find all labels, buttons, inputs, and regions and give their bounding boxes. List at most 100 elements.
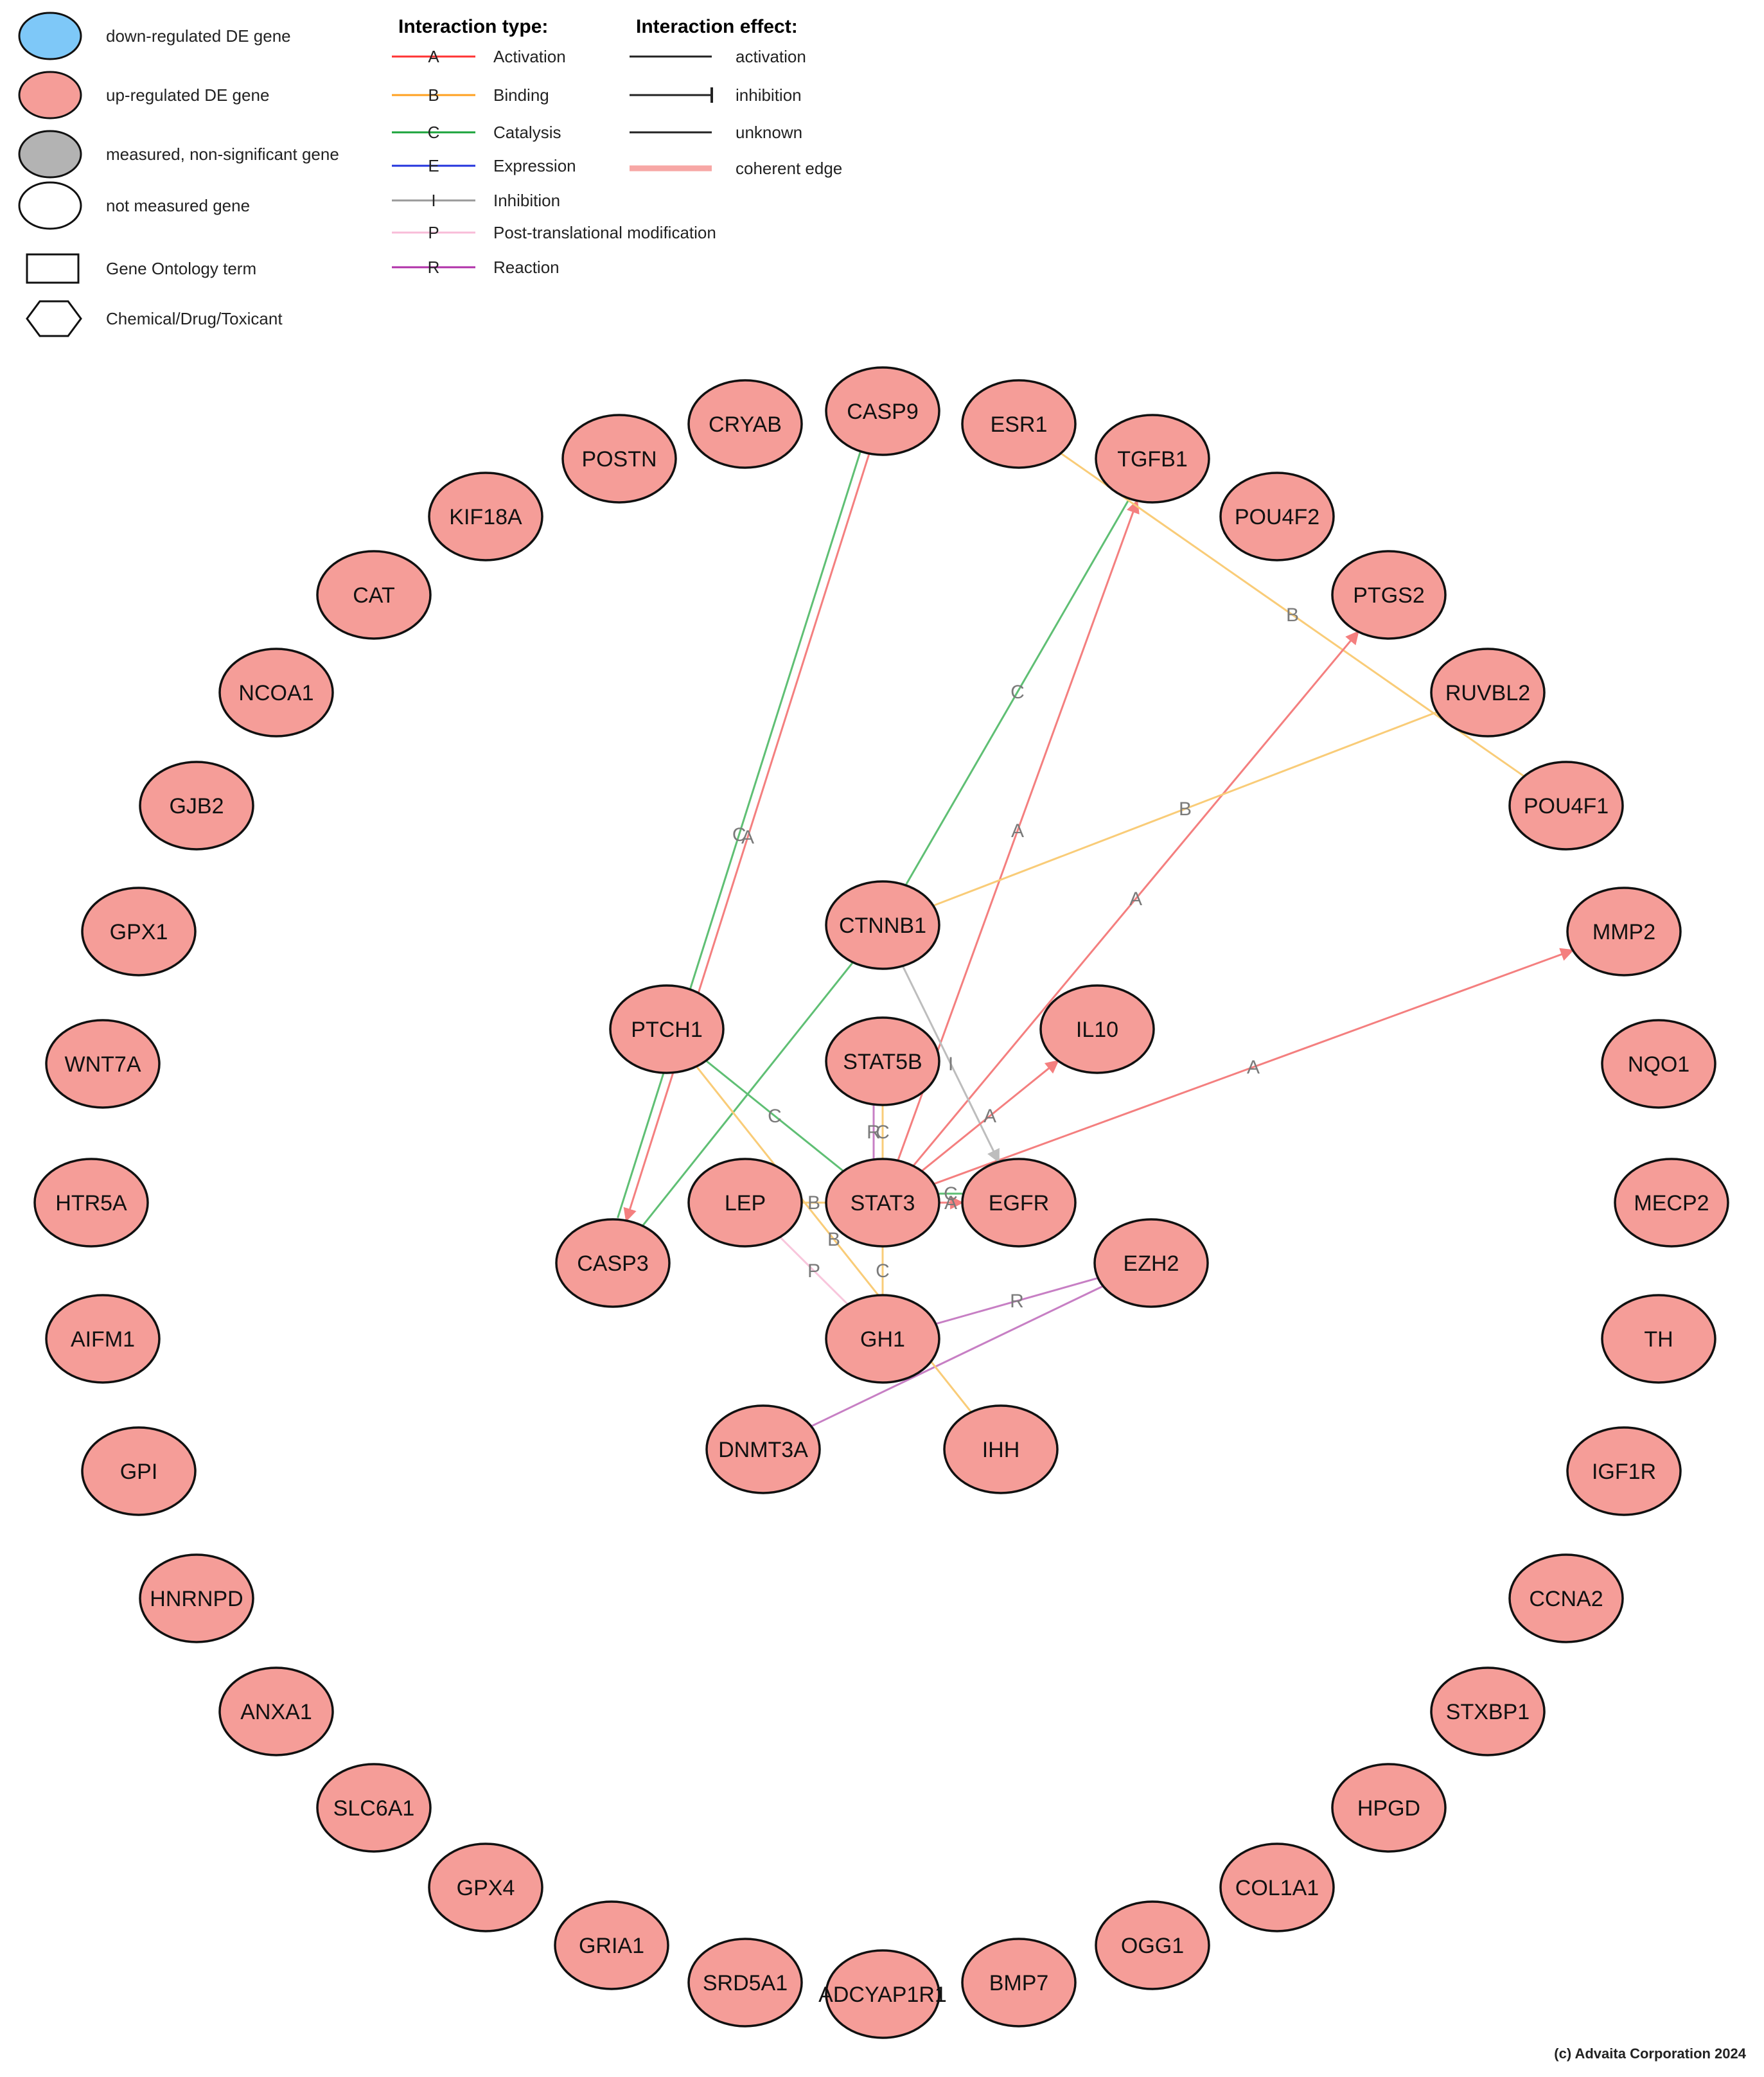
legend-down-regulated-de-gene-label: down-regulated DE gene (106, 26, 291, 46)
node-gh1[interactable]: GH1 (825, 1294, 940, 1384)
node-ptgs2[interactable]: PTGS2 (1331, 550, 1447, 640)
node-cat-label: CAT (353, 583, 394, 608)
edge-label-stat3-ptgs2: A (1129, 888, 1142, 910)
node-gpx4[interactable]: GPX4 (428, 1843, 543, 1932)
node-wnt7a[interactable]: WNT7A (45, 1019, 161, 1109)
node-pou4f1[interactable]: POU4F1 (1508, 761, 1624, 851)
node-col1a1-label: COL1A1 (1235, 1876, 1319, 1900)
node-pou4f1-shape (1508, 761, 1624, 851)
node-ezh2-label: EZH2 (1124, 1251, 1179, 1276)
node-igf1r-label: IGF1R (1592, 1460, 1656, 1484)
node-kif18a-label: KIF18A (449, 505, 522, 529)
node-lep-label: LEP (725, 1191, 766, 1215)
legend-activation-letter: A (428, 47, 439, 66)
node-pou4f2-label: POU4F2 (1235, 505, 1319, 529)
node-ncoa1-shape (218, 648, 334, 738)
node-ezh2[interactable]: EZH2 (1093, 1218, 1209, 1308)
node-cryab[interactable]: CRYAB (687, 379, 803, 469)
node-gpx1[interactable]: GPX1 (81, 887, 197, 977)
node-htr5a[interactable]: HTR5A (33, 1158, 149, 1248)
node-pou4f2-shape (1219, 472, 1335, 561)
node-ncoa1[interactable]: NCOA1 (218, 648, 334, 738)
node-stat5b-shape (825, 1016, 940, 1106)
node-srd5a1[interactable]: SRD5A1 (687, 1938, 803, 2028)
node-anxa1[interactable]: ANXA1 (218, 1666, 334, 1756)
node-egfr[interactable]: EGFR (961, 1158, 1077, 1248)
node-nqo1[interactable]: NQO1 (1601, 1019, 1716, 1109)
node-egfr-label: EGFR (989, 1191, 1049, 1215)
node-kif18a[interactable]: KIF18A (428, 472, 543, 561)
node-adcyap1r1[interactable]: ADCYAP1R1 (818, 1949, 947, 2039)
legend-binding-label: Binding (493, 85, 549, 105)
edge-casp9-casp3-catalysis (617, 450, 862, 1219)
legend-chemical-drug-toxicant-label: Chemical/Drug/Toxicant (106, 309, 283, 328)
node-gjb2-shape (139, 761, 254, 851)
node-dnmt3a[interactable]: DNMT3A (705, 1404, 821, 1494)
node-bmp7[interactable]: BMP7 (961, 1938, 1077, 2028)
node-stxbp1[interactable]: STXBP1 (1430, 1666, 1546, 1756)
node-hpgd-shape (1331, 1763, 1447, 1853)
edge-label-stat3-tgfb1: A (1011, 820, 1024, 842)
node-th[interactable]: TH (1601, 1294, 1716, 1384)
node-mmp2[interactable]: MMP2 (1566, 887, 1682, 977)
node-esr1[interactable]: ESR1 (961, 379, 1077, 469)
legend-reaction-letter: R (428, 258, 440, 277)
node-stat3[interactable]: STAT3 (825, 1158, 940, 1248)
node-dnmt3a-label: DNMT3A (718, 1438, 808, 1462)
copyright: (c) Advaita Corporation 2024 (1554, 2046, 1746, 2062)
node-ihh[interactable]: IHH (943, 1404, 1059, 1494)
node-nqo1-shape (1601, 1019, 1716, 1109)
node-hnrnpd[interactable]: HNRNPD (139, 1553, 254, 1643)
node-hpgd[interactable]: HPGD (1331, 1763, 1447, 1853)
node-igf1r-shape (1566, 1426, 1682, 1516)
node-tgfb1[interactable]: TGFB1 (1095, 414, 1210, 504)
node-stat5b[interactable]: STAT5B (825, 1016, 940, 1106)
node-il10[interactable]: IL10 (1039, 984, 1155, 1074)
node-stxbp1-label: STXBP1 (1446, 1700, 1530, 1724)
node-cryab-label: CRYAB (709, 412, 782, 437)
node-casp3[interactable]: CASP3 (555, 1218, 671, 1308)
node-pou4f2[interactable]: POU4F2 (1219, 472, 1335, 561)
node-col1a1[interactable]: COL1A1 (1219, 1843, 1335, 1932)
node-ptch1[interactable]: PTCH1 (609, 984, 725, 1074)
node-cryab-shape (687, 379, 803, 469)
node-ruvbl2-shape (1430, 648, 1546, 738)
legend-expression-letter: E (428, 156, 439, 175)
node-ctnnb1[interactable]: CTNNB1 (825, 880, 940, 970)
node-ogg1[interactable]: OGG1 (1095, 1900, 1210, 1990)
node-stxbp1-shape (1430, 1666, 1546, 1756)
node-gjb2[interactable]: GJB2 (139, 761, 254, 851)
legend-down-regulated-de-gene-swatch (18, 12, 82, 60)
node-ihh-shape (943, 1404, 1059, 1494)
node-th-label: TH (1644, 1327, 1673, 1352)
node-gpi[interactable]: GPI (81, 1426, 197, 1516)
node-cat[interactable]: CAT (316, 550, 432, 640)
node-tgfb1-shape (1095, 414, 1210, 504)
edge-ezh2-gh1-reaction (935, 1277, 1098, 1325)
node-gpx4-label: GPX4 (457, 1876, 515, 1900)
legend-effect-coherent-edge-label: coherent edge (736, 159, 842, 178)
node-slc6a1[interactable]: SLC6A1 (316, 1763, 432, 1853)
edge-label-ezh2-gh1: R (1010, 1291, 1024, 1312)
legend-not-measured-gene-swatch (18, 181, 82, 230)
node-gria1[interactable]: GRIA1 (554, 1900, 669, 1990)
node-igf1r[interactable]: IGF1R (1566, 1426, 1682, 1516)
node-gpi-label: GPI (120, 1460, 158, 1484)
edge-label-stat3-egfr: A (944, 1192, 957, 1214)
edge-label-gh1-stat3: C (876, 1260, 890, 1282)
node-casp9[interactable]: CASP9 (825, 366, 940, 456)
node-postn[interactable]: POSTN (561, 414, 677, 504)
node-ruvbl2[interactable]: RUVBL2 (1430, 648, 1546, 738)
node-mecp2[interactable]: MECP2 (1614, 1158, 1729, 1248)
node-aifm1[interactable]: AIFM1 (45, 1294, 161, 1384)
edge-ctnnb1-egfr-inhibition (901, 965, 1000, 1163)
node-lep[interactable]: LEP (687, 1158, 803, 1248)
legend-inhibition-label: Inhibition (493, 191, 560, 210)
node-casp3-label: CASP3 (577, 1251, 649, 1276)
node-hnrnpd-shape (139, 1553, 254, 1643)
node-ccna2[interactable]: CCNA2 (1508, 1553, 1624, 1643)
node-bmp7-shape (961, 1938, 1077, 2028)
edge-label-ihh-ptch1: B (827, 1229, 840, 1250)
